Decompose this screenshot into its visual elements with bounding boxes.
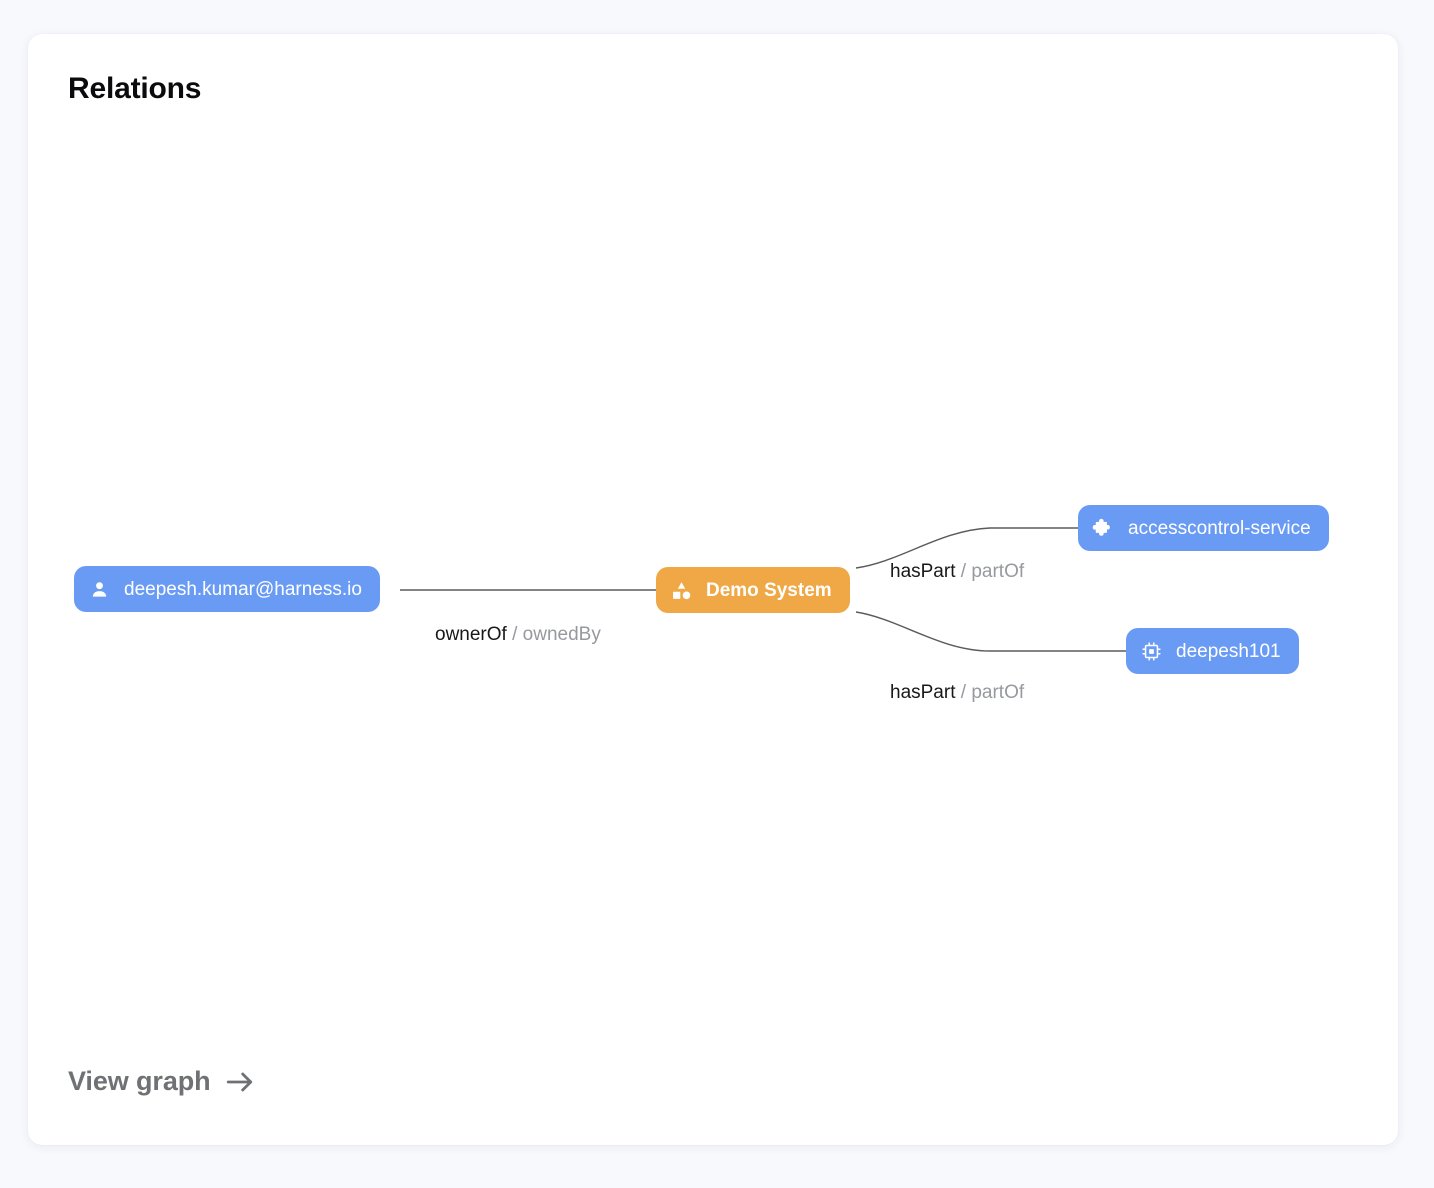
graph-node-label: Demo System [706,579,832,601]
edge-label-reverse: partOf [971,561,1025,582]
edge-label-owner: ownerOf / ownedBy [435,625,601,644]
graph-node-label: deepesh.kumar@harness.io [124,578,362,600]
page-title: Relations [68,72,202,105]
edge-label-separator: / [512,624,518,645]
edge-label-forward: hasPart [890,561,956,582]
view-graph-link[interactable]: View graph [68,1066,255,1097]
edge-label-part-1: hasPart / partOf [890,562,1024,581]
edge-label-reverse: partOf [971,682,1025,703]
chip-icon [1140,640,1162,662]
relations-card: Relations deepesh.kumar@harness.io [28,34,1398,1145]
graph-node-label: accesscontrol-service [1128,517,1311,539]
shapes-icon [670,579,692,601]
edge-label-separator: / [960,682,967,703]
relations-graph-canvas[interactable]: deepesh.kumar@harness.io Demo System acc… [28,34,1398,1145]
graph-node-user[interactable]: deepesh.kumar@harness.io [74,566,380,612]
edge-label-forward: hasPart [890,682,956,703]
edge-label-forward: ownerOf [435,624,507,645]
edge-label-part-2: hasPart / partOf [890,683,1024,702]
edge-label-separator: / [960,561,967,582]
edge-line-part-2 [855,611,1126,652]
person-icon [88,578,110,600]
view-graph-label: View graph [68,1066,211,1096]
graph-node-deepesh101[interactable]: deepesh101 [1126,628,1299,674]
graph-node-accesscontrol-service[interactable]: accesscontrol-service [1078,505,1329,551]
graph-node-label: deepesh101 [1176,640,1281,662]
graph-node-system[interactable]: Demo System [656,567,850,613]
puzzle-piece-icon [1092,517,1114,539]
arrow-right-icon [225,1069,255,1095]
edge-label-reverse: ownedBy [522,624,601,645]
